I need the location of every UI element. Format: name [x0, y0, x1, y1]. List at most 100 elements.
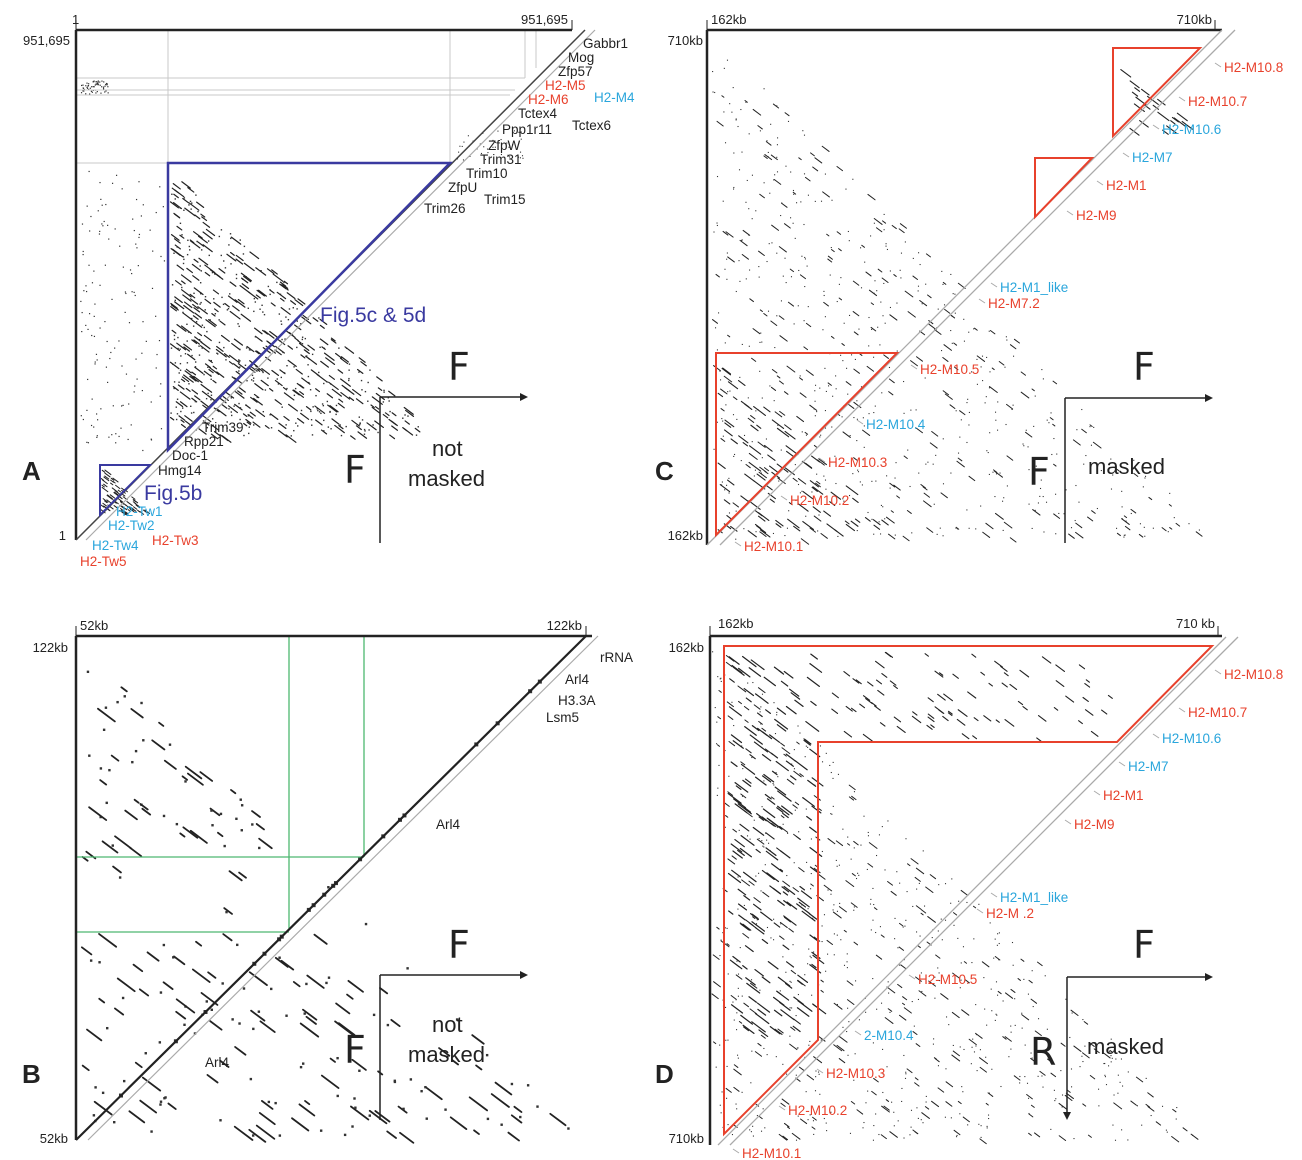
gene-label: H2-Tw1 [116, 504, 163, 519]
gene-label: H2-M9 [1076, 208, 1117, 223]
gene-label: rRNA [600, 650, 633, 665]
gene-label: Arl4 [205, 1055, 229, 1070]
panel-c-gene-labels: H2-M10.8H2-M10.7H2-M10.6H2-M7H2-M1H2-M9H… [734, 60, 1283, 554]
gene-label: H2-M10.7 [1188, 94, 1247, 109]
gene-label: Mog [568, 50, 594, 65]
gene-label: H2-Tw2 [108, 518, 155, 533]
gene-label: H2-M7.2 [988, 296, 1040, 311]
gene-label: H2-M10.8 [1224, 667, 1283, 682]
panel-a-letter: A [22, 456, 41, 486]
gene-label: Trim26 [424, 201, 466, 216]
panel-d-orient-v: R [1030, 1030, 1056, 1074]
panel-a-diagonal-offset [85, 29, 596, 541]
gene-label: H2-M1 [1103, 788, 1144, 803]
panel-b-axis-start: 52kb [80, 618, 108, 633]
panel-c-triangle-m10-low [715, 352, 900, 538]
panel-a-left-bottom: 1 [59, 528, 66, 543]
panel-d-axis-start: 162kb [718, 616, 753, 631]
panel-b: 52kb 122kb 122kb 52kb B rRNAArl4H3.3ALsm… [22, 618, 633, 1146]
gene-label: H2-M10.1 [744, 539, 803, 554]
gene-label: Hmg14 [158, 463, 202, 478]
gene-label: H2-M .2 [986, 906, 1034, 921]
panel-d-letter: D [655, 1059, 674, 1089]
gene-label: Arl4 [436, 817, 460, 832]
panel-b-dots [80, 670, 570, 1144]
panel-b-left-bottom: 52kb [40, 1131, 68, 1146]
gene-label: H2-M10.4 [866, 417, 926, 432]
panel-c: 162kb 710kb 710kb 162kb C H2-M10.8H2-M10… [655, 12, 1283, 554]
gene-label: Tctex6 [572, 118, 611, 133]
gene-label: H2-M9 [1074, 817, 1115, 832]
panel-a-left-top: 951,695 [23, 33, 70, 48]
panel-b-left-top: 122kb [33, 640, 68, 655]
gene-label: H2-M10.8 [1224, 60, 1283, 75]
panel-a-orient-h: F [448, 345, 470, 389]
panel-b-mask-2: masked [408, 1042, 485, 1067]
gene-label: H2-M10.3 [826, 1066, 885, 1081]
panel-c-orient-v: F [1028, 450, 1050, 494]
gene-label: H2-Tw3 [152, 533, 199, 548]
panel-a-fig5b-label: Fig.5b [144, 482, 202, 505]
panel-a-orient-v: F [344, 448, 366, 492]
gene-label: H2-M10.6 [1162, 731, 1221, 746]
panel-b-letter: B [22, 1059, 41, 1089]
panel-c-orient-h: F [1133, 345, 1155, 389]
panel-a-triangle-fig5b [99, 464, 153, 518]
panel-d-left-bottom: 710kb [669, 1131, 704, 1146]
panel-a-mask-2: masked [408, 466, 485, 491]
panel-d-diagonal [717, 636, 1227, 1146]
gene-label: ZfpU [448, 180, 477, 195]
panel-c-letter: C [655, 456, 674, 486]
gene-label: Doc-1 [172, 448, 208, 463]
gene-label: Trim10 [466, 166, 508, 181]
gene-label: Trim39 [202, 420, 244, 435]
gene-label: H2-M7 [1128, 759, 1169, 774]
gene-label: Trim31 [480, 152, 522, 167]
panel-a-triangle-fig5c [166, 161, 453, 454]
gene-label: H2-M10.7 [1188, 705, 1247, 720]
panel-c-triangle-m10-high [1112, 47, 1203, 139]
panel-d-orient-h: F [1133, 923, 1155, 967]
gene-label: H2-M10.3 [828, 455, 887, 470]
panel-d-outline [723, 645, 1215, 1137]
gene-label: H2-M6 [528, 92, 569, 107]
gene-label: ZfpW [488, 138, 521, 153]
gene-label: H2-M1_like [1000, 280, 1068, 295]
panel-d-diagonal-offset [729, 636, 1239, 1146]
panel-c-axis-start: 162kb [711, 12, 746, 27]
panel-a-mask-1: not [432, 436, 463, 461]
panel-c-diagonal-offset [719, 29, 1236, 546]
panel-a: 1 951,695 951,695 1 Fig.5c & 5d Fig.5b A… [22, 12, 635, 569]
gene-label: H2-Tw5 [80, 554, 127, 569]
gene-label: Lsm5 [546, 710, 579, 725]
panel-d-dots [711, 651, 1199, 1145]
gene-label: Gabbr1 [583, 36, 628, 51]
panel-d-left-top: 162kb [669, 640, 704, 655]
gene-label: Arl4 [565, 672, 589, 687]
panel-a-axis-start: 1 [72, 12, 79, 27]
panel-b-mask-1: not [432, 1012, 463, 1037]
gene-label: H2-M10.2 [788, 1103, 847, 1118]
gene-label: Tctex4 [518, 106, 558, 121]
panel-a-dots [80, 80, 524, 517]
panel-b-axis-end: 122kb [547, 618, 582, 633]
panel-d-mask: masked [1087, 1034, 1164, 1059]
panel-c-triangle-m1 [1034, 157, 1095, 220]
gene-label: H2-M10.1 [742, 1146, 801, 1160]
gene-label: 2-M10.4 [864, 1028, 914, 1043]
panel-a-axis-end: 951,695 [521, 12, 568, 27]
gene-label: Zfp57 [558, 64, 593, 79]
panel-c-left-top: 710kb [668, 33, 703, 48]
gene-label: Trim15 [484, 192, 526, 207]
gene-label: H2-M1_like [1000, 890, 1068, 905]
gene-label: H2-M4 [594, 90, 635, 105]
gene-label: Rpp21 [184, 434, 224, 449]
panel-b-green-lines [76, 636, 365, 933]
panel-b-diagonal [75, 635, 587, 1141]
panel-a-fig5c-label: Fig.5c & 5d [320, 304, 426, 327]
panel-c-axis-end: 710kb [1177, 12, 1212, 27]
panel-d-gene-labels: H2-M10.8H2-M10.7H2-M10.6H2-M7H2-M1H2-M9H… [732, 667, 1283, 1160]
gene-label: H2-M10.2 [790, 493, 849, 508]
